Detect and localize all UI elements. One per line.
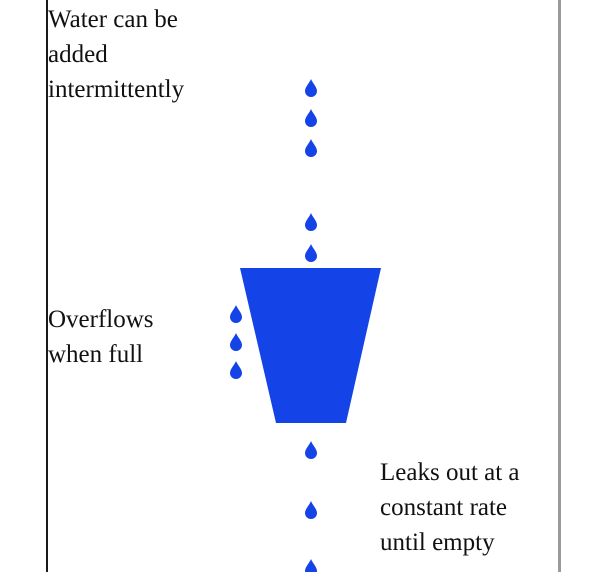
label-leaks-out-line-1: Leaks out at a xyxy=(380,459,520,486)
water-drop-icon xyxy=(230,305,242,323)
water-drop-icon xyxy=(305,441,317,459)
label-water-added: Water can be added intermittently xyxy=(48,2,184,107)
label-overflows-line-2: when full xyxy=(48,341,144,368)
label-overflows-line-1: Overflows xyxy=(48,306,154,333)
water-drop-icon xyxy=(230,333,242,351)
water-drop-icon xyxy=(305,244,317,262)
label-water-added-line-2: added xyxy=(48,41,108,68)
water-drop-icon xyxy=(230,361,242,379)
water-drop-icon xyxy=(305,139,317,157)
bucket-icon xyxy=(240,268,381,423)
left-border-line xyxy=(46,0,48,572)
water-drop-icon xyxy=(305,109,317,127)
label-leaks-out-line-3: until empty xyxy=(380,529,495,556)
water-drop-icon xyxy=(305,79,317,97)
label-leaks-out-line-2: constant rate xyxy=(380,494,508,521)
water-drop-icon xyxy=(305,559,317,572)
label-leaks-out: Leaks out at a constant rate until empty xyxy=(380,455,520,560)
water-drop-icon xyxy=(305,213,317,231)
label-water-added-line-1: Water can be xyxy=(48,6,178,33)
label-water-added-line-3: intermittently xyxy=(48,76,185,103)
right-border-line xyxy=(558,0,561,572)
water-drop-icon xyxy=(305,501,317,519)
label-overflows: Overflows when full xyxy=(48,302,154,372)
